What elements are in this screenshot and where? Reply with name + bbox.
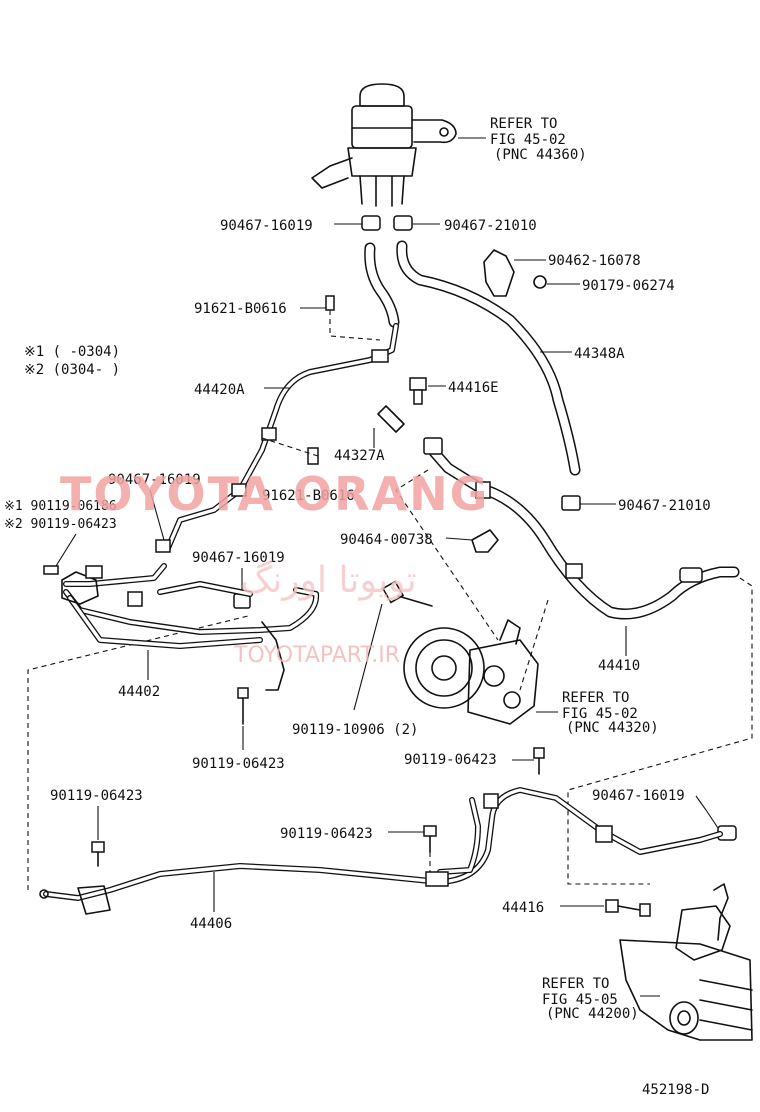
leader-line: [149, 489, 165, 541]
label-44420a: 44420A: [194, 382, 245, 398]
pipe-44406: [39, 787, 723, 915]
label-90467-16019-low: 90467-16019: [592, 788, 685, 804]
label-bolt-06186: ※1 90119-06186: [4, 499, 117, 514]
svg-text:REFER TO: REFER TO: [490, 116, 557, 132]
label-90179-06274: 90179-06274: [582, 278, 675, 294]
leader-line: [695, 795, 719, 829]
svg-text:(PNC 44360): (PNC 44360): [494, 147, 587, 163]
figure-id: 452198-D: [642, 1082, 709, 1098]
clamp-icon: [334, 215, 440, 231]
label-90119-10906: 90119-10906 (2): [292, 722, 418, 738]
label-90467-21010-top: 90467-21010: [444, 218, 537, 234]
hose-from-reservoir-left: [364, 242, 400, 328]
note-1: ※1 ( -0304): [24, 344, 120, 360]
svg-text:FIG 45-05: FIG 45-05: [542, 992, 618, 1008]
pipe-44420a: [165, 323, 399, 551]
power-steering-pump: [403, 619, 539, 725]
label-44416: 44416: [502, 900, 544, 916]
pipe-44402: [61, 563, 320, 691]
clamp-icon: [155, 539, 171, 553]
svg-text:(PNC 44320): (PNC 44320): [566, 720, 659, 736]
label-90467-16019-left: 90467-16019: [108, 472, 201, 488]
bolt-icon: [388, 825, 437, 874]
label-44402: 44402: [118, 684, 160, 700]
label-90119-06423-a: 90119-06423: [192, 756, 285, 772]
dashed-relation: [27, 615, 249, 890]
bolt-icon: [237, 687, 249, 750]
clamp-90464-icon: [445, 529, 499, 553]
watermark-sub: TOYOTAPART.IR: [233, 643, 400, 668]
dashed-relation: [519, 599, 549, 691]
gear-refer-label: REFER TO FIG 45-05 (PNC 44200): [542, 976, 660, 1022]
note-2: ※2 (0304- ): [24, 362, 120, 378]
watermark-arabic: تويوتا اورنگ: [240, 559, 417, 601]
pump-refer-label: REFER TO FIG 45-02 (PNC 44320): [536, 690, 659, 736]
label-90119-06423-d: 90119-06423: [280, 826, 373, 842]
bolt-icon: [43, 533, 77, 575]
dashed-relation: [395, 469, 499, 641]
bolt-icon: [261, 437, 319, 465]
bolt-icon: [512, 747, 545, 775]
label-90119-06423-c: 90119-06423: [50, 788, 143, 804]
label-91621-b0616-a: 91621-B0616: [194, 301, 287, 317]
union-bolt-44416e: [409, 377, 446, 405]
label-90467-21010-mid: 90467-21010: [618, 498, 711, 514]
label-91621-b0616-b: 91621-B0616: [262, 488, 355, 504]
bolt-icon: [91, 806, 105, 867]
dashed-relation: [567, 577, 753, 885]
label-44416e: 44416E: [448, 380, 499, 396]
watermark-main: TOYOTA ORANG: [60, 467, 489, 521]
svg-text:REFER TO: REFER TO: [542, 976, 609, 992]
label-44410: 44410: [598, 658, 640, 674]
label-44406: 44406: [190, 916, 232, 932]
bolt-icon: [300, 295, 381, 341]
label-90467-16019-top: 90467-16019: [220, 218, 313, 234]
long-bolt-icon: [353, 580, 433, 711]
svg-text:(PNC 44200): (PNC 44200): [546, 1006, 639, 1022]
hose-44348a: [396, 240, 581, 476]
reservoir-tank: [311, 83, 457, 207]
svg-text:REFER TO: REFER TO: [562, 690, 629, 706]
label-44348a: 44348A: [574, 346, 625, 362]
steering-gear-box: [619, 883, 753, 1041]
hose-44410: [423, 437, 740, 656]
clamp-90462-icon: [483, 249, 580, 297]
label-90119-06423-b: 90119-06423: [404, 752, 497, 768]
label-90462-16078: 90462-16078: [548, 253, 641, 269]
label-44327a: 44327A: [334, 448, 385, 464]
label-90467-16019-mid: 90467-16019: [192, 550, 285, 566]
reservoir-refer-label: REFER TO FIG 45-02 (PNC 44360): [458, 116, 587, 163]
label-bolt-06423-note: ※2 90119-06423: [4, 517, 117, 532]
label-90464-00738: 90464-00738: [340, 532, 433, 548]
svg-text:FIG 45-02: FIG 45-02: [490, 132, 566, 148]
svg-text:FIG 45-02: FIG 45-02: [562, 706, 638, 722]
union-bolt-44416: [560, 899, 651, 917]
bracket-44327a: [373, 405, 405, 448]
